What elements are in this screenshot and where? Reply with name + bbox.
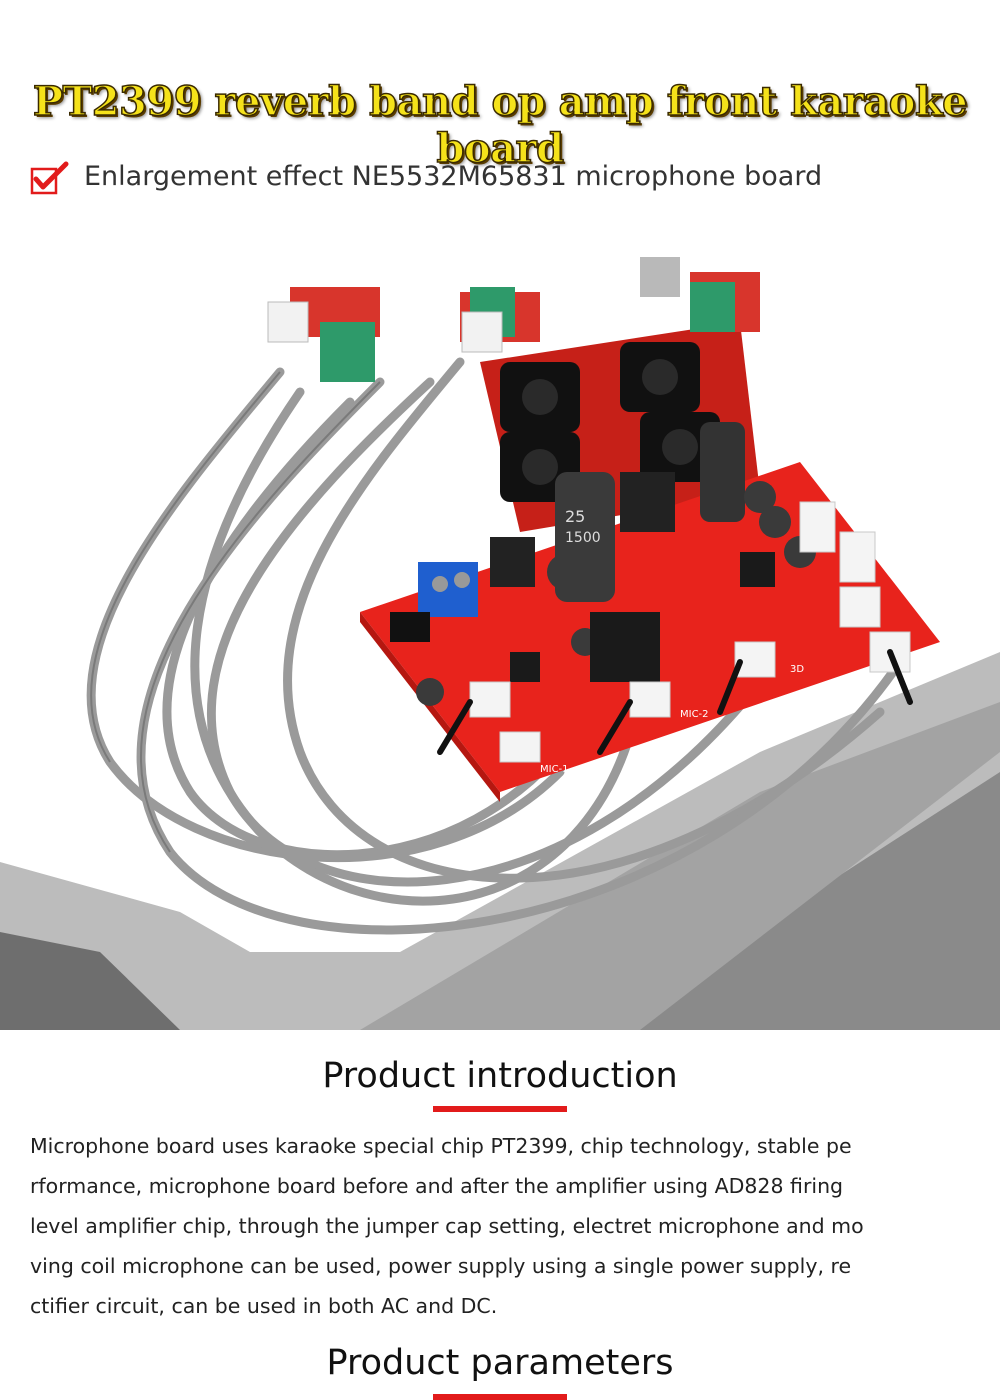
parameters-heading: Product parameters <box>326 1343 674 1383</box>
product-photo: 25 1500 MIC-2 MIC-1 3D <box>0 232 1000 1030</box>
background-mid <box>360 702 1000 1030</box>
capacitor-label-1: 25 <box>565 507 585 526</box>
intro-line: rformance, microphone board before and a… <box>30 1174 844 1198</box>
pcb-label-mic2: MIC-2 <box>680 709 709 720</box>
intro-line: Microphone board uses karaoke special ch… <box>30 1134 852 1158</box>
pcb-label-3d: 3D <box>790 664 804 675</box>
intro-line: ving coil microphone can be used, power … <box>30 1254 852 1278</box>
intro-line: level amplifier chip, through the jumper… <box>30 1214 864 1238</box>
intro-line: ctifier circuit, can be used in both AC … <box>30 1294 498 1318</box>
background-shadow-left <box>0 932 180 1030</box>
connectors <box>469 501 911 763</box>
terminal-block <box>418 562 478 617</box>
pcb-edge <box>360 612 500 802</box>
banner-title: PT2399 reverb band op amp front karaoke … <box>32 77 968 173</box>
terminal-screw <box>432 576 448 592</box>
jack-holes <box>522 359 698 485</box>
wire-ends <box>437 649 913 755</box>
parameters-underline <box>433 1394 567 1400</box>
feature-text: Enlargement effect NE5532M65831 micropho… <box>84 160 823 192</box>
feature-line: Enlargement effect NE5532M65831 micropho… <box>30 154 822 198</box>
checkmark-icon <box>30 161 69 195</box>
terminal-screw <box>454 572 470 588</box>
intro-heading: Product introduction <box>322 1056 678 1096</box>
product-illustration: 25 1500 MIC-2 MIC-1 3D <box>0 257 1000 1030</box>
intro-paragraph: Microphone board uses karaoke special ch… <box>30 1126 980 1326</box>
cable-highlights <box>90 371 381 853</box>
pcb-label-mic1: MIC-1 <box>540 764 569 775</box>
potentiometers <box>267 257 760 382</box>
jumper-header <box>390 612 430 642</box>
ic-components <box>490 472 775 682</box>
capacitor-label-2: 1500 <box>565 530 601 546</box>
intro-underline <box>433 1106 567 1112</box>
